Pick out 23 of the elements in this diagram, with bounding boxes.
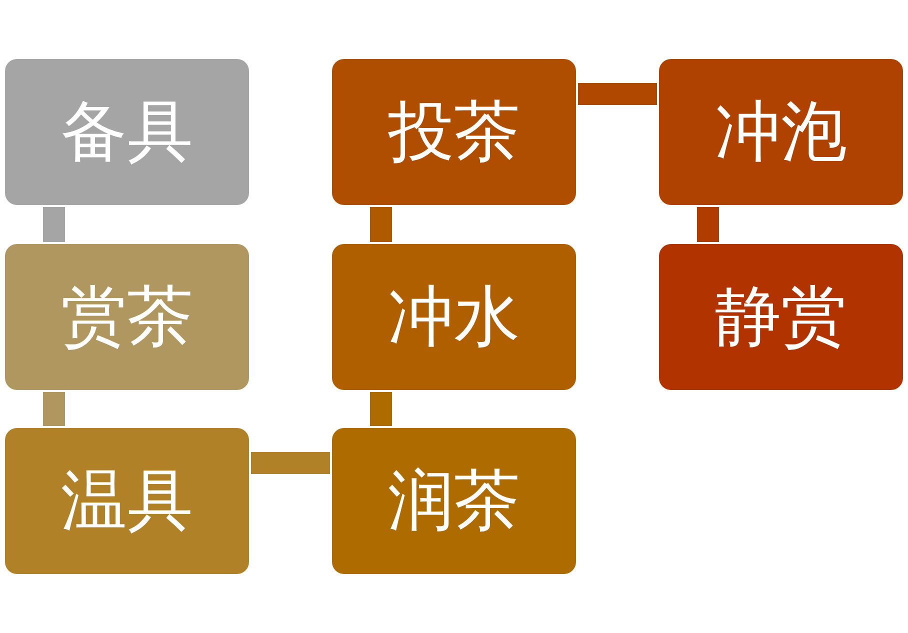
step-box [659,59,903,205]
connector-bar [43,207,65,242]
connector-bar [578,83,657,105]
step-box [332,244,576,390]
step-box [332,59,576,205]
connector-bar [43,392,65,426]
step-box [5,244,249,390]
connector-bar [370,392,392,426]
step-label: 赏茶 [61,284,193,350]
step-label: 润茶 [388,468,520,534]
step-box [5,428,249,574]
step-box [659,244,903,390]
step-label: 冲水 [388,284,520,350]
step-label: 冲泡 [715,99,847,165]
connector-bar [697,207,719,242]
step-label: 温具 [61,468,193,534]
step-box [5,59,249,205]
step-label: 备具 [61,99,193,165]
step-box [332,428,576,574]
step-label: 投茶 [388,99,520,165]
step-label: 静赏 [715,284,847,350]
connector-bar [370,207,392,242]
connector-bar [251,452,330,474]
